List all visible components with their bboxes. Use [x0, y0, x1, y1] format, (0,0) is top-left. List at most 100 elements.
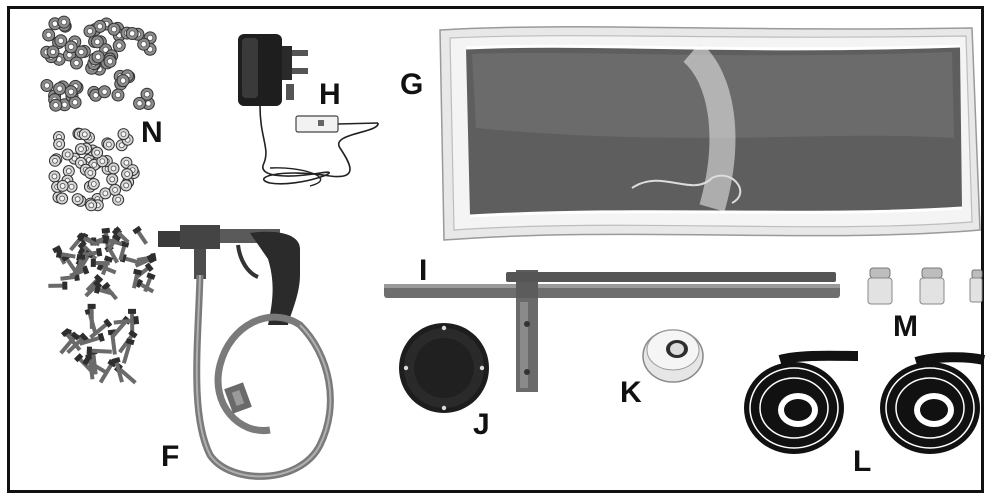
screw-long-item	[111, 356, 124, 383]
label-l: L	[853, 445, 872, 478]
screw-item	[76, 253, 86, 274]
gun-hose	[193, 274, 334, 480]
rubber-disc	[399, 323, 489, 413]
label-m: M	[893, 310, 918, 343]
washer-item	[102, 138, 115, 151]
label-j: J	[473, 408, 490, 441]
gun-body	[158, 225, 300, 325]
screw-long-item	[89, 318, 113, 339]
screw-item	[55, 249, 76, 259]
washers-pile	[48, 127, 140, 212]
clear-panels	[439, 26, 981, 241]
nut-item	[140, 87, 154, 101]
washer-item	[107, 162, 120, 175]
screw-item	[82, 247, 103, 257]
nut-item	[137, 37, 151, 51]
washer-item	[71, 193, 84, 206]
washer-item	[62, 165, 75, 178]
nut-item	[64, 40, 78, 54]
nut-item	[49, 98, 63, 112]
nut-item	[107, 22, 121, 36]
nut-item	[54, 34, 68, 48]
hose-fitting	[224, 382, 252, 414]
label-g: G	[400, 68, 424, 101]
nut-item	[83, 24, 97, 38]
seal-coil-left	[744, 350, 859, 454]
washer-item	[65, 180, 78, 193]
screw-long-item	[73, 353, 96, 376]
screw-long-item	[87, 303, 96, 329]
screw-item	[77, 232, 98, 247]
nut-item	[91, 50, 105, 64]
screw-long-item	[121, 338, 135, 364]
screws-pile-short	[48, 225, 157, 301]
washer-item	[78, 128, 91, 141]
nuts-pile	[40, 15, 157, 112]
nut-item	[111, 88, 125, 102]
nut-item	[46, 45, 60, 59]
screw-item	[134, 278, 155, 294]
screws-pile-long	[59, 303, 140, 385]
washer-item	[56, 179, 69, 192]
washer-item	[117, 128, 130, 141]
nut-item	[64, 85, 78, 99]
power-adaptor	[238, 34, 379, 187]
screw-long-item	[59, 331, 81, 355]
washer-item	[106, 173, 119, 186]
washer-item	[109, 183, 122, 196]
nut-item	[40, 79, 54, 93]
washer-item	[121, 168, 134, 181]
screw-item	[106, 233, 122, 253]
washer-item	[74, 143, 87, 156]
adaptor-cable	[259, 105, 379, 185]
diagram-border	[7, 6, 984, 493]
washer-item	[120, 179, 133, 192]
washer-item	[84, 166, 97, 179]
nut-item	[69, 56, 83, 70]
adaptor-body	[238, 34, 308, 106]
nozzle-left	[867, 267, 893, 305]
screw-item	[132, 225, 149, 245]
nut-item	[98, 85, 112, 99]
screw-long-item	[118, 329, 138, 354]
screw-long-item	[82, 356, 107, 374]
screw-item	[111, 226, 130, 244]
blast-gun	[158, 225, 334, 480]
washer-item	[61, 148, 74, 161]
mounting-bar	[384, 270, 840, 392]
nut-item	[133, 96, 147, 110]
nut-item	[68, 95, 82, 109]
screw-item	[134, 254, 155, 268]
screw-long-item	[79, 332, 105, 346]
washer-item	[96, 155, 109, 168]
screw-long-item	[98, 358, 117, 384]
washer-item	[87, 178, 100, 191]
seal-coil-right	[880, 352, 986, 454]
screw-item	[90, 258, 110, 267]
tape-roll	[642, 329, 704, 383]
nozzle-right	[969, 269, 983, 303]
washer-item	[48, 154, 61, 167]
screw-item	[48, 281, 68, 290]
nozzle-middle	[919, 267, 945, 305]
nut-item	[116, 74, 130, 88]
nut-item	[112, 39, 126, 53]
nut-item	[57, 15, 71, 29]
nut-item	[53, 82, 67, 96]
screw-item	[93, 284, 114, 296]
washer-item	[56, 192, 69, 205]
label-n: N	[141, 116, 163, 149]
label-i: I	[419, 254, 428, 287]
cable-connector	[295, 115, 379, 133]
label-f: F	[161, 440, 180, 473]
nut-item	[74, 45, 88, 59]
nut-item	[42, 28, 56, 42]
screw-long-item	[86, 346, 112, 355]
screw-long-item	[127, 308, 137, 334]
washer-item	[91, 146, 104, 159]
nut-item	[90, 35, 104, 49]
screw-item	[131, 268, 142, 289]
washer-item	[53, 138, 66, 151]
screw-long-item	[113, 315, 140, 325]
